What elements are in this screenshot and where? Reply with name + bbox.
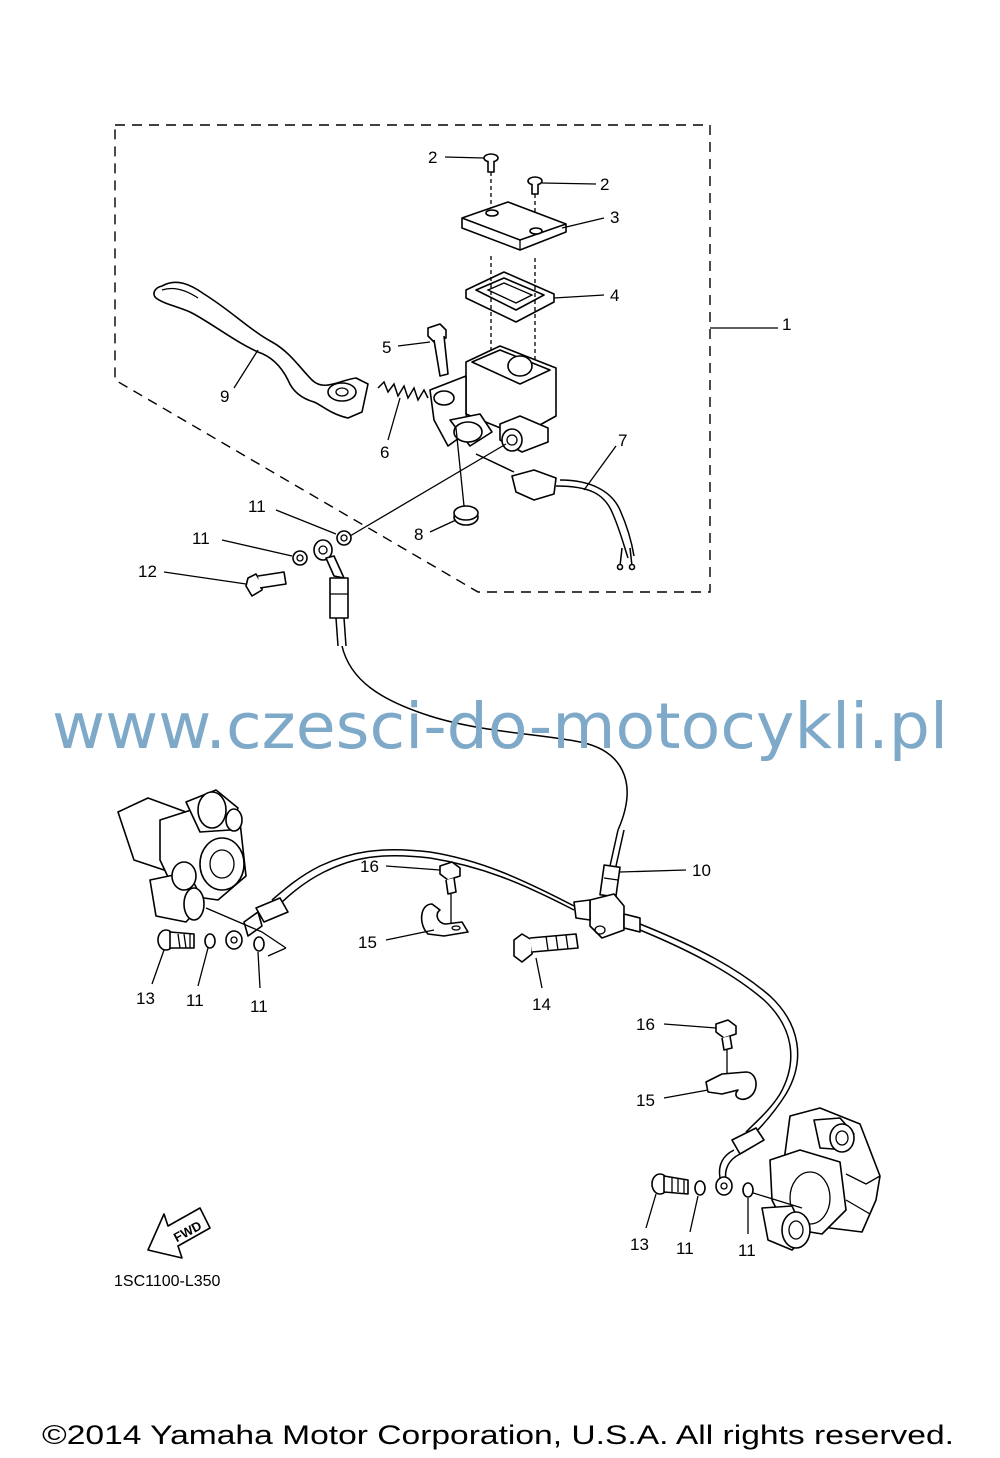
return-spring-part [377, 380, 429, 402]
copper-washer-part [694, 1180, 706, 1196]
brake-light-switch-part [475, 453, 636, 571]
callout-11: 11 [676, 1239, 694, 1258]
watermark-text: www.czesci-do-motocykli.pl [52, 690, 948, 763]
callout-11: 11 [186, 991, 204, 1010]
copyright-text: ©2014 Yamaha Motor Corporation, U.S.A. A… [42, 1420, 954, 1450]
hose-banjo-fitting-part [313, 539, 349, 647]
callout-13: 13 [136, 989, 155, 1008]
hose-clamp-part [705, 1071, 757, 1101]
master-cylinder-body-part [429, 345, 557, 453]
left-caliper-banjo-part [225, 897, 289, 950]
right-brake-caliper-part [761, 1107, 881, 1251]
callout-2: 2 [600, 175, 609, 194]
callout-15: 15 [636, 1091, 655, 1110]
callout-13: 13 [630, 1235, 649, 1254]
joint-bolt-part [513, 933, 579, 963]
callout-16: 16 [360, 857, 379, 876]
left-union-bolt-part [157, 929, 195, 951]
callout-4: 4 [610, 286, 619, 305]
copper-washer-part [336, 530, 352, 546]
callout-3: 3 [610, 208, 619, 227]
left-brake-hose-part [271, 848, 575, 907]
copper-washer-part [253, 936, 265, 952]
reservoir-cap-part [461, 201, 567, 251]
diaphragm-part [465, 271, 555, 323]
copper-washer-part [204, 933, 216, 949]
left-brake-caliper-part [117, 789, 247, 923]
right-caliper-banjo-part [715, 1127, 765, 1196]
callout-11: 11 [250, 997, 268, 1016]
assembly-boundary-dashed [114, 124, 711, 593]
hose-clamp-part [420, 903, 469, 937]
union-bolt-part [245, 571, 287, 597]
right-brake-hose-part [639, 923, 799, 1137]
callout-5: 5 [382, 338, 391, 357]
callout-2: 2 [428, 148, 437, 167]
callout-9: 9 [220, 387, 229, 406]
callout-14: 14 [532, 995, 551, 1014]
diagram-code: 1SC1100-L350 [114, 1273, 221, 1290]
right-union-bolt-part [651, 1173, 689, 1195]
callout-16: 16 [636, 1015, 655, 1034]
cap-screw-part [483, 153, 499, 173]
upper-brake-hose-part [341, 645, 628, 831]
callout-11: 11 [738, 1241, 756, 1260]
brake-lever-part [153, 281, 369, 419]
copper-washer-part [292, 550, 308, 566]
three-way-joint-part [573, 829, 641, 939]
clamp-bolt-part [439, 861, 461, 895]
clamp-bolt-part [715, 1019, 737, 1051]
callout-6: 6 [380, 443, 389, 462]
forward-direction-arrow-icon: FWD [147, 1207, 211, 1259]
pivot-bolt-part [427, 323, 449, 377]
callout-1: 1 [782, 315, 791, 334]
callout-leaders [151, 156, 778, 1234]
callout-10: 10 [692, 861, 711, 880]
callout-7: 7 [618, 431, 627, 450]
callout-12: 12 [138, 562, 157, 581]
callout-11: 11 [192, 529, 210, 548]
cap-screw-part [527, 176, 543, 195]
callout-15: 15 [358, 933, 377, 952]
callout-8: 8 [414, 525, 423, 544]
callout-11: 11 [248, 497, 266, 516]
grommet-part [453, 505, 479, 526]
copper-washer-part [742, 1182, 754, 1198]
